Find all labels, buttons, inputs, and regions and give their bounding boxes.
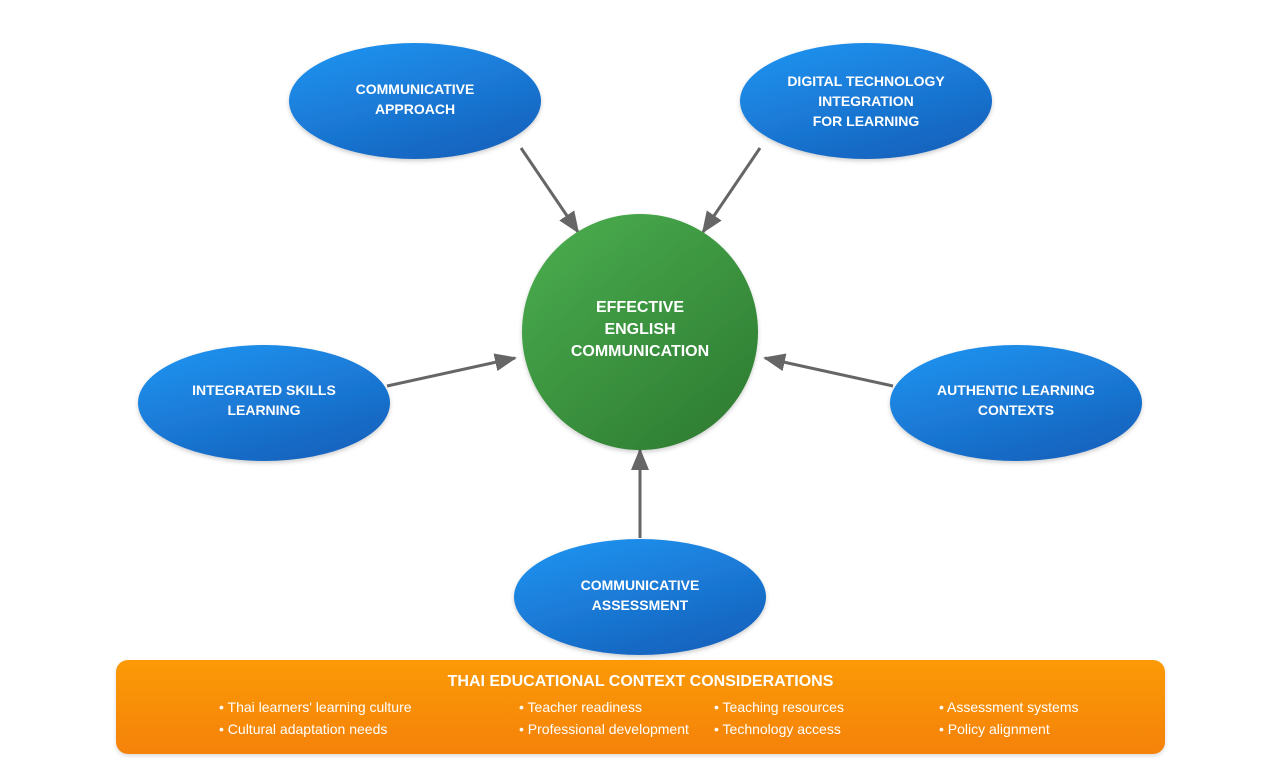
node-label-line-1: COMMUNICATIVE (356, 81, 475, 97)
context-item: • Professional development (519, 721, 689, 737)
node-label-line-1: COMMUNICATIVE (581, 577, 700, 593)
node-integrated-skills: INTEGRATED SKILLS LEARNING (138, 345, 390, 461)
center-label-line-2: ENGLISH (604, 321, 675, 338)
node-ellipse (890, 345, 1142, 461)
arrow-communicative-approach-to-center (519, 147, 580, 234)
center-node: EFFECTIVE ENGLISH COMMUNICATION (522, 214, 758, 450)
node-ellipse (289, 43, 541, 159)
arrow-authentic-contexts-to-center (763, 353, 894, 388)
arrow-digital-technology-to-center (701, 147, 762, 234)
context-title: THAI EDUCATIONAL CONTEXT CONSIDERATIONS (447, 673, 834, 690)
context-item: • Technology access (714, 721, 841, 737)
node-label-line-2: INTEGRATION (818, 93, 913, 109)
arrow-integrated-skills-to-center (386, 353, 517, 388)
node-label-line-1: DIGITAL TECHNOLOGY (787, 73, 945, 89)
node-ellipse (514, 539, 766, 655)
node-label-line-2: ASSESSMENT (592, 597, 689, 613)
node-communicative-approach: COMMUNICATIVE APPROACH (289, 43, 541, 159)
node-label-line-1: AUTHENTIC LEARNING (937, 382, 1095, 398)
node-label-line-2: APPROACH (375, 101, 455, 117)
node-label-line-1: INTEGRATED SKILLS (192, 382, 336, 398)
node-communicative-assessment: COMMUNICATIVE ASSESSMENT (514, 539, 766, 655)
arrows (386, 147, 894, 538)
context-item: • Teacher readiness (519, 699, 642, 715)
node-label-line-2: CONTEXTS (978, 402, 1054, 418)
center-circle (522, 214, 758, 450)
context-item: • Thai learners' learning culture (219, 699, 412, 715)
thai-context-panel: THAI EDUCATIONAL CONTEXT CONSIDERATIONS … (116, 660, 1165, 754)
center-label-line-3: COMMUNICATION (571, 343, 709, 360)
context-item: • Assessment systems (939, 699, 1079, 715)
center-label-line-1: EFFECTIVE (596, 299, 684, 316)
node-label-line-3: FOR LEARNING (813, 113, 920, 129)
node-authentic-contexts: AUTHENTIC LEARNING CONTEXTS (890, 345, 1142, 461)
node-label-line-2: LEARNING (227, 402, 300, 418)
node-ellipse (138, 345, 390, 461)
context-item: • Cultural adaptation needs (219, 721, 388, 737)
context-item: • Policy alignment (939, 721, 1050, 737)
context-item: • Teaching resources (714, 699, 844, 715)
node-digital-technology: DIGITAL TECHNOLOGY INTEGRATION FOR LEARN… (740, 43, 992, 159)
node-ellipse (740, 43, 992, 159)
